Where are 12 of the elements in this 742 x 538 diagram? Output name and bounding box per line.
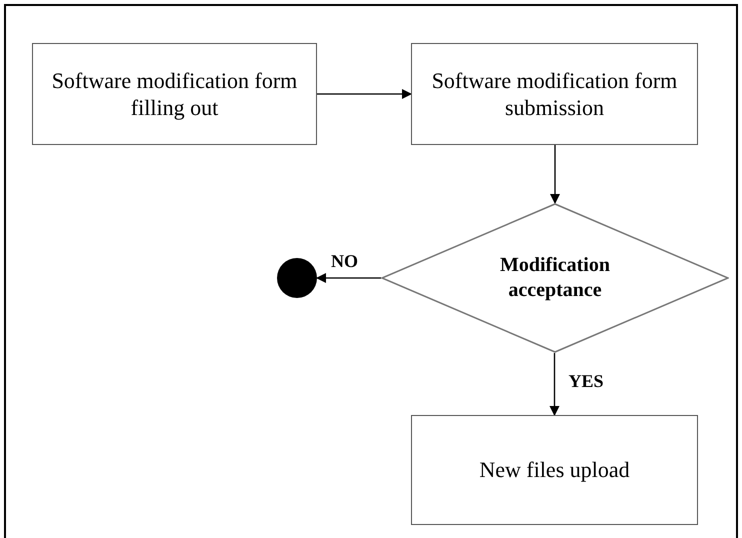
arrow [550,353,560,416]
process-box [411,415,698,525]
node-label: Software modification form filling out [50,66,298,122]
decision-diamond [381,203,729,353]
arrow [317,89,412,99]
node-label: Modification acceptance [499,253,611,303]
process-box [411,43,698,145]
arrow [316,273,381,283]
arrow [550,145,560,204]
node-label: Software modification form submission [430,66,678,122]
node-label: New files upload [479,456,630,484]
process-box [32,43,317,145]
